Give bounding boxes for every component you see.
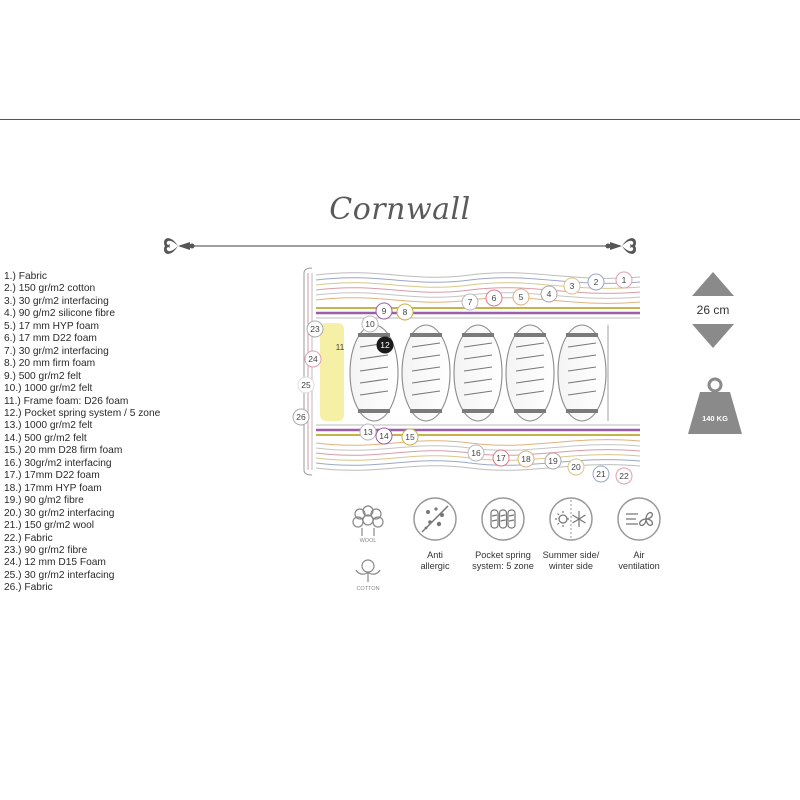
feature-pocket-spring: Pocket spring system: 5 zone xyxy=(462,496,544,572)
legend-item: 14.) 500 gr/m2 felt xyxy=(4,432,87,444)
feature-label: Anti allergic xyxy=(420,550,450,571)
svg-text:140 KG: 140 KG xyxy=(702,414,728,423)
cotton-badge: COTTON xyxy=(346,548,390,597)
summer-winter-icon xyxy=(549,497,593,541)
legend-item: 26.) Fabric xyxy=(4,582,53,594)
legend-item: 5.) 17 mm HYP foam xyxy=(4,320,99,332)
page-title: Cornwall xyxy=(329,192,471,227)
legend-item: 8.) 20 mm firm foam xyxy=(4,358,96,370)
legend-item: 15.) 20 mm D28 firm foam xyxy=(4,445,123,457)
height-label: 26 cm xyxy=(696,303,730,317)
side-layers xyxy=(303,267,313,476)
legend-item: 25.) 30 gr/m2 interfacing xyxy=(4,569,115,581)
layer-legend: 1.) Fabric 2.) 150 gr/m2 cotton 3.) 30 g… xyxy=(4,271,160,595)
feature-label: Pocket spring system: 5 zone xyxy=(472,550,534,571)
legend-item: 24.) 12 mm D15 Foam xyxy=(4,557,106,569)
legend-item: 17.) 17mm D22 foam xyxy=(4,470,100,482)
legend-item: 3.) 30 gr/m2 interfacing xyxy=(4,295,109,307)
feature-air-ventilation: Air ventilation xyxy=(598,496,680,572)
legend-item: 11.) Frame foam: D26 foam xyxy=(4,395,129,407)
legend-item: 16.) 30gr/m2 interfacing xyxy=(4,457,112,469)
sheep-icon: WOOL xyxy=(352,505,384,544)
legend-item: 23.) 90 gr/m2 fibre xyxy=(4,544,88,556)
legend-item: 10.) 1000 gr/m2 felt xyxy=(4,383,93,395)
legend-item: 4.) 90 g/m2 silicone fibre xyxy=(4,308,115,320)
legend-item: 9.) 500 gr/m2 felt xyxy=(4,370,82,382)
feature-summer-winter: Summer side/ winter side xyxy=(530,496,612,572)
air-ventilation-icon xyxy=(617,497,661,541)
legend-item: 19.) 90 g/m2 fibre xyxy=(4,495,84,507)
height-arrows-icon xyxy=(692,272,734,348)
legend-item: 13.) 1000 gr/m2 felt xyxy=(4,420,93,432)
top-layers xyxy=(315,272,641,319)
svg-text:COTTON: COTTON xyxy=(356,586,379,592)
legend-item: 6.) 17 mm D22 foam xyxy=(4,333,97,345)
legend-item: 22.) Fabric xyxy=(4,532,53,544)
weight-indicator: 140 KG xyxy=(686,376,744,443)
cotton-icon: COTTON xyxy=(355,559,381,592)
wool-badge: WOOL xyxy=(346,500,390,549)
pocket-springs xyxy=(349,324,609,422)
weight-icon: 140 KG xyxy=(688,377,742,434)
legend-item: 21.) 150 gr/m2 wool xyxy=(4,520,95,532)
height-indicator: 26 cm xyxy=(684,270,742,350)
pocket-spring-icon xyxy=(481,497,525,541)
legend-item: 12.) Pocket spring system / 5 zone xyxy=(4,407,161,419)
feature-label: Air ventilation xyxy=(618,550,660,571)
frame-foam xyxy=(320,323,344,421)
legend-item: 1.) Fabric xyxy=(4,271,48,282)
top-divider xyxy=(0,119,800,120)
feature-anti-allergic: Anti allergic xyxy=(394,496,476,572)
anti-allergic-icon xyxy=(413,497,457,541)
feature-label: Summer side/ winter side xyxy=(542,550,600,571)
title-ornament xyxy=(164,238,636,254)
legend-item: 2.) 150 gr/m2 cotton xyxy=(4,283,96,295)
legend-item: 7.) 30 gr/m2 interfacing xyxy=(4,345,109,357)
svg-text:WOOL: WOOL xyxy=(360,538,377,544)
bottom-layers xyxy=(315,424,641,471)
mattress-cross-section xyxy=(303,267,641,476)
legend-item: 20.) 30 gr/m2 interfacing xyxy=(4,507,115,519)
legend-item: 18.) 17mm HYP foam xyxy=(4,482,102,494)
